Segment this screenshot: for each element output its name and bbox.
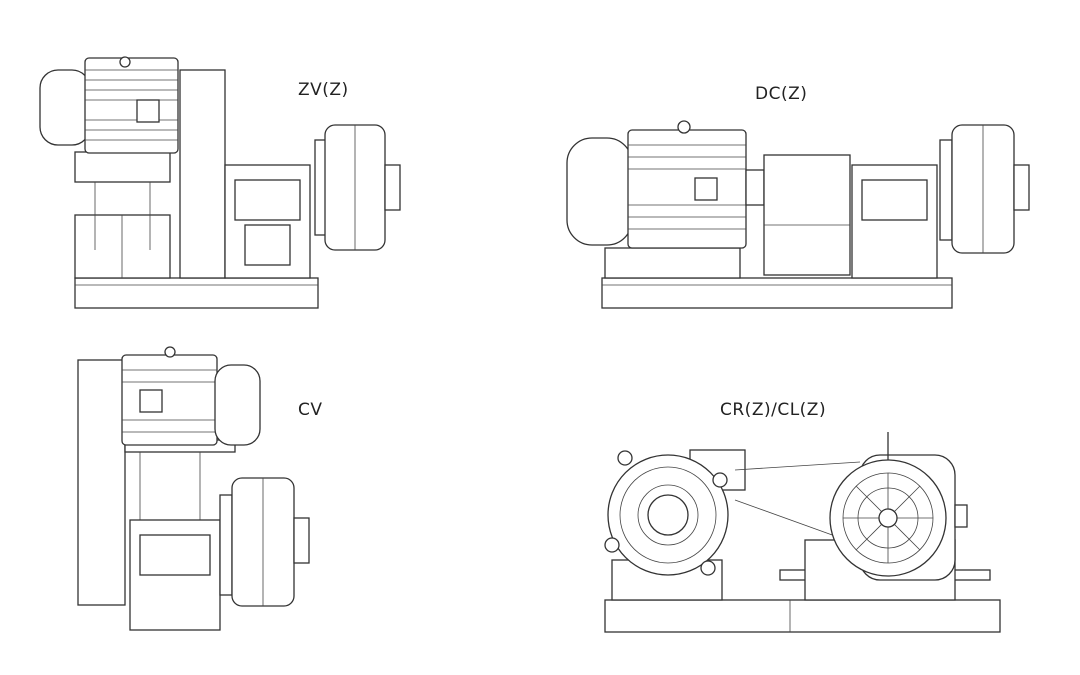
dc-arrangement-drawing [566,120,1030,309]
zv-belt-guard [179,69,226,279]
zv-base [74,277,319,309]
dc-base [601,277,953,309]
cr-arrangement-drawing [604,432,1001,633]
cv-motor-endcap [214,364,261,446]
dc-coupling-guard [763,154,851,276]
zv-motor [84,57,179,154]
label-cr-cl: CR(Z)/CL(Z) [720,400,827,420]
zv-motor-endcap [39,69,91,146]
cv-arrangement-drawing [77,346,310,631]
dc-motor-endcap [566,137,633,246]
cv-motor [121,354,218,446]
dc-motor [627,129,747,249]
zv-arrangement-drawing [39,56,401,309]
cv-belt-guard [77,359,126,606]
label-cv: CV [298,400,323,420]
label-zv: ZV(Z) [298,80,349,100]
label-dc: DC(Z) [755,84,808,104]
cr-base [604,599,1001,633]
